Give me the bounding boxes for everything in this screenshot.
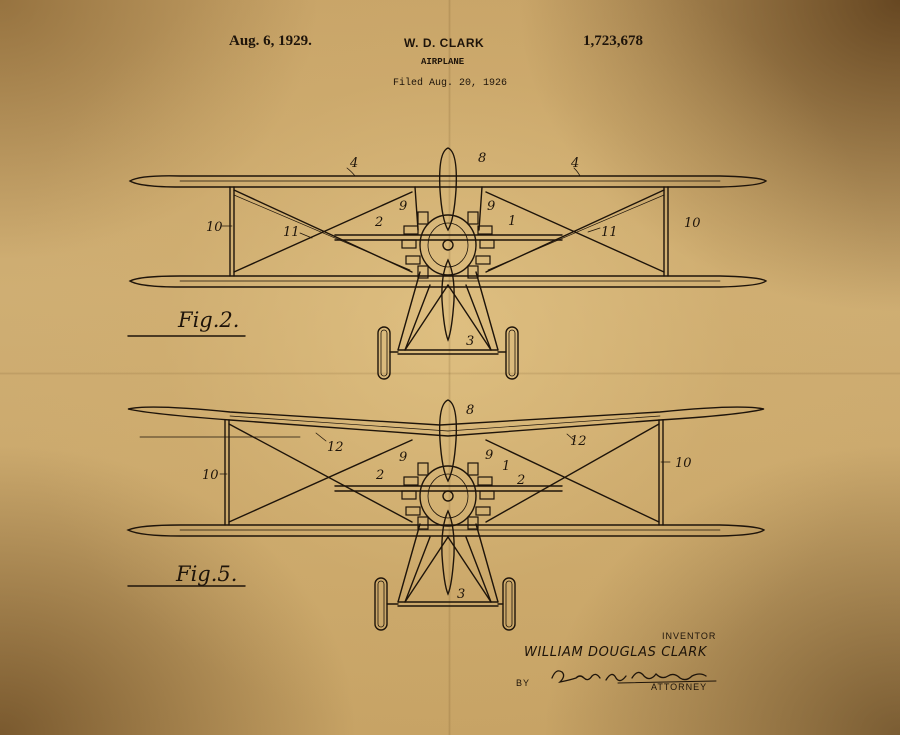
ref-num: 2 [516, 473, 525, 488]
ref-num: 2 [374, 215, 383, 230]
paper-fold-horizontal [0, 372, 900, 375]
by-label: BY [516, 678, 531, 688]
figure-2-drawing [127, 147, 768, 380]
ref-num: 3 [457, 587, 465, 602]
attorney-signature [551, 670, 717, 684]
paper-fold-vertical [448, 0, 451, 735]
filed-date: Filed Aug. 20, 1926 [393, 78, 508, 89]
ref-num: 9 [485, 448, 493, 463]
inventor-role-label: INVENTOR [662, 631, 717, 641]
ref-num: 10 [675, 456, 692, 471]
ref-num: 2 [375, 468, 384, 483]
figure-5-drawing [126, 399, 766, 631]
ref-num: 9 [487, 199, 495, 214]
ref-num: 10 [684, 216, 701, 231]
figure-5-reference-numbers: 8 12 12 10 9 9 2 1 2 10 3 [202, 403, 692, 602]
ref-num: 12 [327, 440, 344, 455]
ref-num: 1 [508, 214, 516, 229]
ref-num: 1 [502, 459, 510, 474]
ref-num: 8 [466, 403, 474, 418]
patent-title: AIRPLANE [421, 57, 465, 67]
ref-num: 10 [206, 220, 223, 235]
attorney-role-label: ATTORNEY [651, 682, 708, 692]
figure-2-label: Fig.2. [178, 308, 240, 332]
figure-5-label: Fig.5. [176, 562, 238, 586]
patent-number: 1,723,678 [583, 33, 643, 49]
ref-num: 11 [601, 225, 618, 240]
ref-num: 4 [570, 156, 579, 171]
inventor-short-name: W. D. CLARK [404, 36, 485, 50]
figure-2-reference-numbers: 4 8 4 10 11 2 9 9 1 11 10 3 [206, 151, 701, 349]
ref-num: 9 [399, 450, 407, 465]
patent-date: Aug. 6, 1929. [229, 33, 312, 49]
ref-num: 9 [399, 199, 407, 214]
ref-num: 8 [478, 151, 486, 166]
ref-num: 4 [349, 156, 358, 171]
ref-num: 10 [202, 468, 219, 483]
ref-num: 11 [283, 225, 300, 240]
ref-num: 3 [466, 334, 474, 349]
ref-num: 12 [570, 434, 587, 449]
inventor-name: WILLIAM DOUGLAS CLARK [524, 645, 707, 660]
